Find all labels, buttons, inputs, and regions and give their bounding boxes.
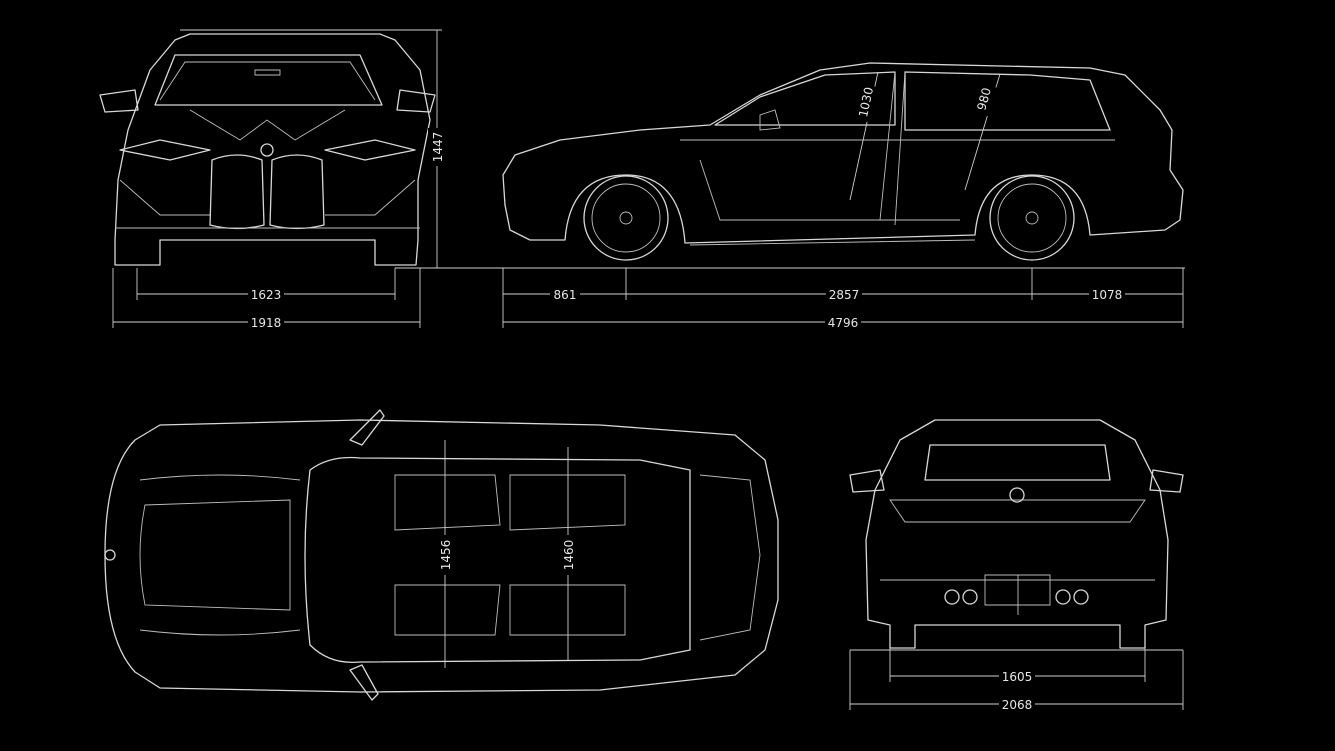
- rear-track-dimension: 1605: [850, 648, 1183, 684]
- front-overhang-label: 861: [554, 288, 577, 302]
- front-shoulder-label: 1456: [439, 540, 453, 571]
- rear-headroom-dimension: 980: [964, 73, 1001, 191]
- rear-overhang-label: 1078: [1092, 288, 1123, 302]
- front-width-label: 1918: [251, 316, 282, 330]
- rear-track-label: 1605: [1002, 670, 1033, 684]
- length-label: 4796: [828, 316, 859, 330]
- top-view: 1456 1460: [104, 409, 779, 701]
- side-view: 1030 980 861 2857 1078 4796: [502, 62, 1184, 330]
- rear-shoulder-dimension: 1460: [560, 447, 576, 660]
- front-height-label: 1447: [431, 132, 445, 163]
- front-headroom-label: 1030: [856, 86, 876, 119]
- rear-view: 1605 2068: [849, 419, 1184, 712]
- side-overhang-wheelbase-dimensions: 861 2857 1078 4796: [502, 268, 1184, 330]
- rear-width-dimension: 2068: [849, 650, 1184, 712]
- front-track-label: 1623: [251, 288, 282, 302]
- front-height-dimension: 1447: [180, 29, 1185, 269]
- rear-headroom-label: 980: [974, 86, 993, 112]
- rear-width-label: 2068: [1002, 698, 1033, 712]
- wheelbase-label: 2857: [829, 288, 860, 302]
- rear-shoulder-label: 1460: [562, 540, 576, 571]
- front-track-dimension: 1623: [136, 268, 396, 302]
- front-headroom-dimension: 1030: [849, 71, 879, 201]
- front-view: 1447 1623 1918: [99, 29, 1185, 330]
- front-shoulder-dimension: 1456: [437, 440, 453, 668]
- front-width-dimension: 1918: [112, 268, 421, 330]
